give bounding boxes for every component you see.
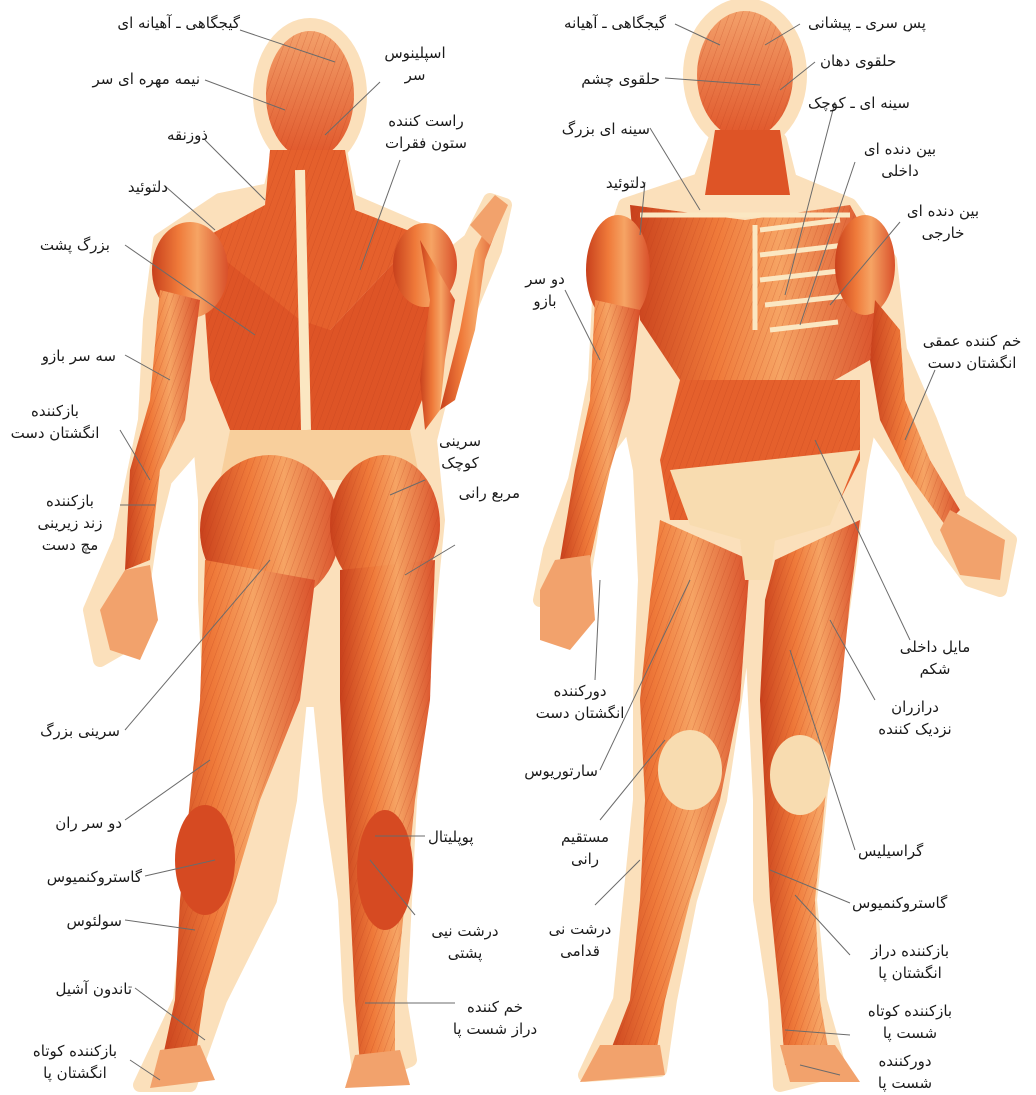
label-achilles: تاندون آشیل <box>56 978 132 1000</box>
label-soleus: سولئوس <box>67 910 122 932</box>
label-sartorius: سارتوریوس <box>524 760 598 782</box>
label-semispinalis: نیمه مهره ای سر <box>92 68 200 90</box>
label-temporalis-front: گیجگاهی ـ آهیانه <box>564 12 666 34</box>
label-gastrocnemius-back: گاستروکنمیوس <box>47 866 142 888</box>
label-gracilis: گراسیلیس <box>858 840 923 862</box>
label-triceps: سه سر بازو <box>42 345 116 367</box>
label-gastrocnemius-front: گاستروکنمیوس <box>852 892 947 914</box>
label-deltoid-back: دلتوئید <box>128 176 168 198</box>
label-temporalis-back: گیجگاهی ـ آهیانه ای <box>117 12 240 34</box>
label-popliteal: پوپلیتال <box>428 826 474 848</box>
label-quadratus: مربع رانی <box>459 482 520 504</box>
label-pectoralis-major: سینه ای بزرگ <box>562 118 650 140</box>
label-pectoralis-minor: سینه ای ـ کوچک <box>808 92 910 114</box>
label-deltoid-front: دلتوئید <box>606 172 646 194</box>
label-occipitofrontalis: پس سری ـ پیشانی <box>808 12 926 34</box>
label-trapezius: ذوزنقه <box>167 124 208 146</box>
label-gluteus-maximus: سرینی بزرگ <box>40 720 120 742</box>
label-biceps-femoris: دو سر ران <box>55 812 122 834</box>
label-orbicularis-oris: حلقوی دهان <box>820 50 896 72</box>
label-latissimus: بزرگ پشت <box>40 234 110 256</box>
label-orbicularis-oculi: حلقوی چشم <box>581 68 660 90</box>
